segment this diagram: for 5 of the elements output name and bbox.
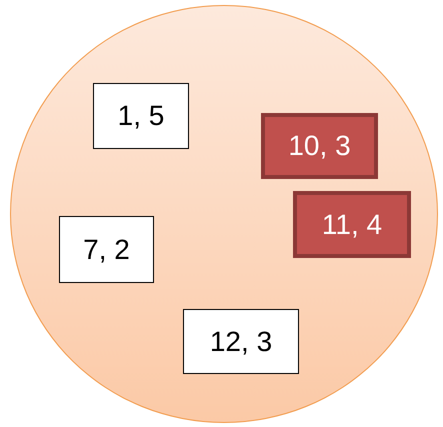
number-box: 7, 2: [59, 216, 154, 283]
number-box: 12, 3: [183, 309, 299, 374]
number-box: 11, 4: [293, 191, 411, 258]
number-box: 1, 5: [93, 83, 189, 149]
number-box: 10, 3: [261, 113, 378, 179]
